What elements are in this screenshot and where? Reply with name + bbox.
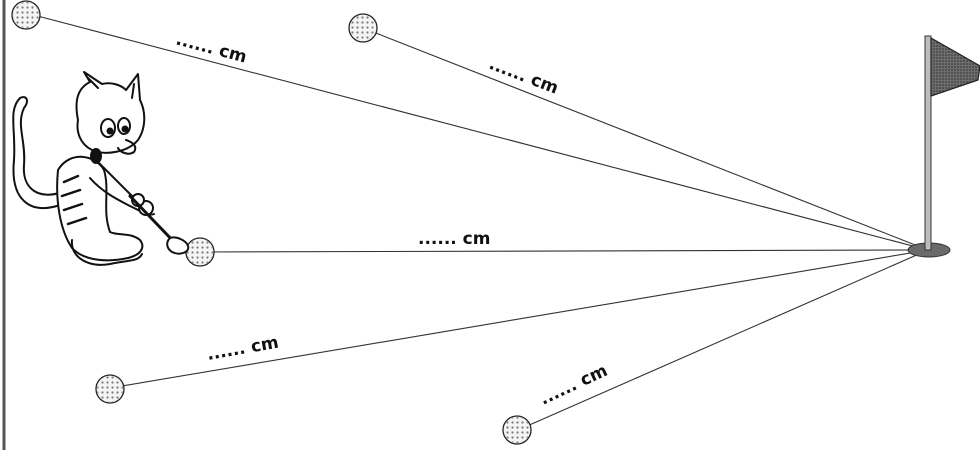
golf-ball-icon (185, 237, 215, 267)
line-top-middle (362, 27, 929, 251)
distance-label-putting: ...... cm (418, 229, 490, 249)
golf-ball-icon (95, 374, 125, 404)
golf-ball-icon (348, 13, 378, 43)
cat-golfer-illustration (12, 71, 190, 266)
distance-label-bottom-middle: ...... cm (537, 361, 611, 410)
line-putting (199, 249, 929, 253)
line-top-left (29, 13, 929, 251)
golf-flag-icon (924, 35, 980, 251)
distance-label-top-middle: ...... cm (486, 54, 561, 99)
line-bottom-left (109, 249, 929, 389)
distance-label-bottom-left: ...... cm (205, 333, 280, 365)
line-bottom-middle (517, 249, 929, 431)
distance-lines (29, 13, 929, 431)
golf-ball-icon (502, 415, 532, 445)
golf-ball-icon (11, 0, 41, 30)
